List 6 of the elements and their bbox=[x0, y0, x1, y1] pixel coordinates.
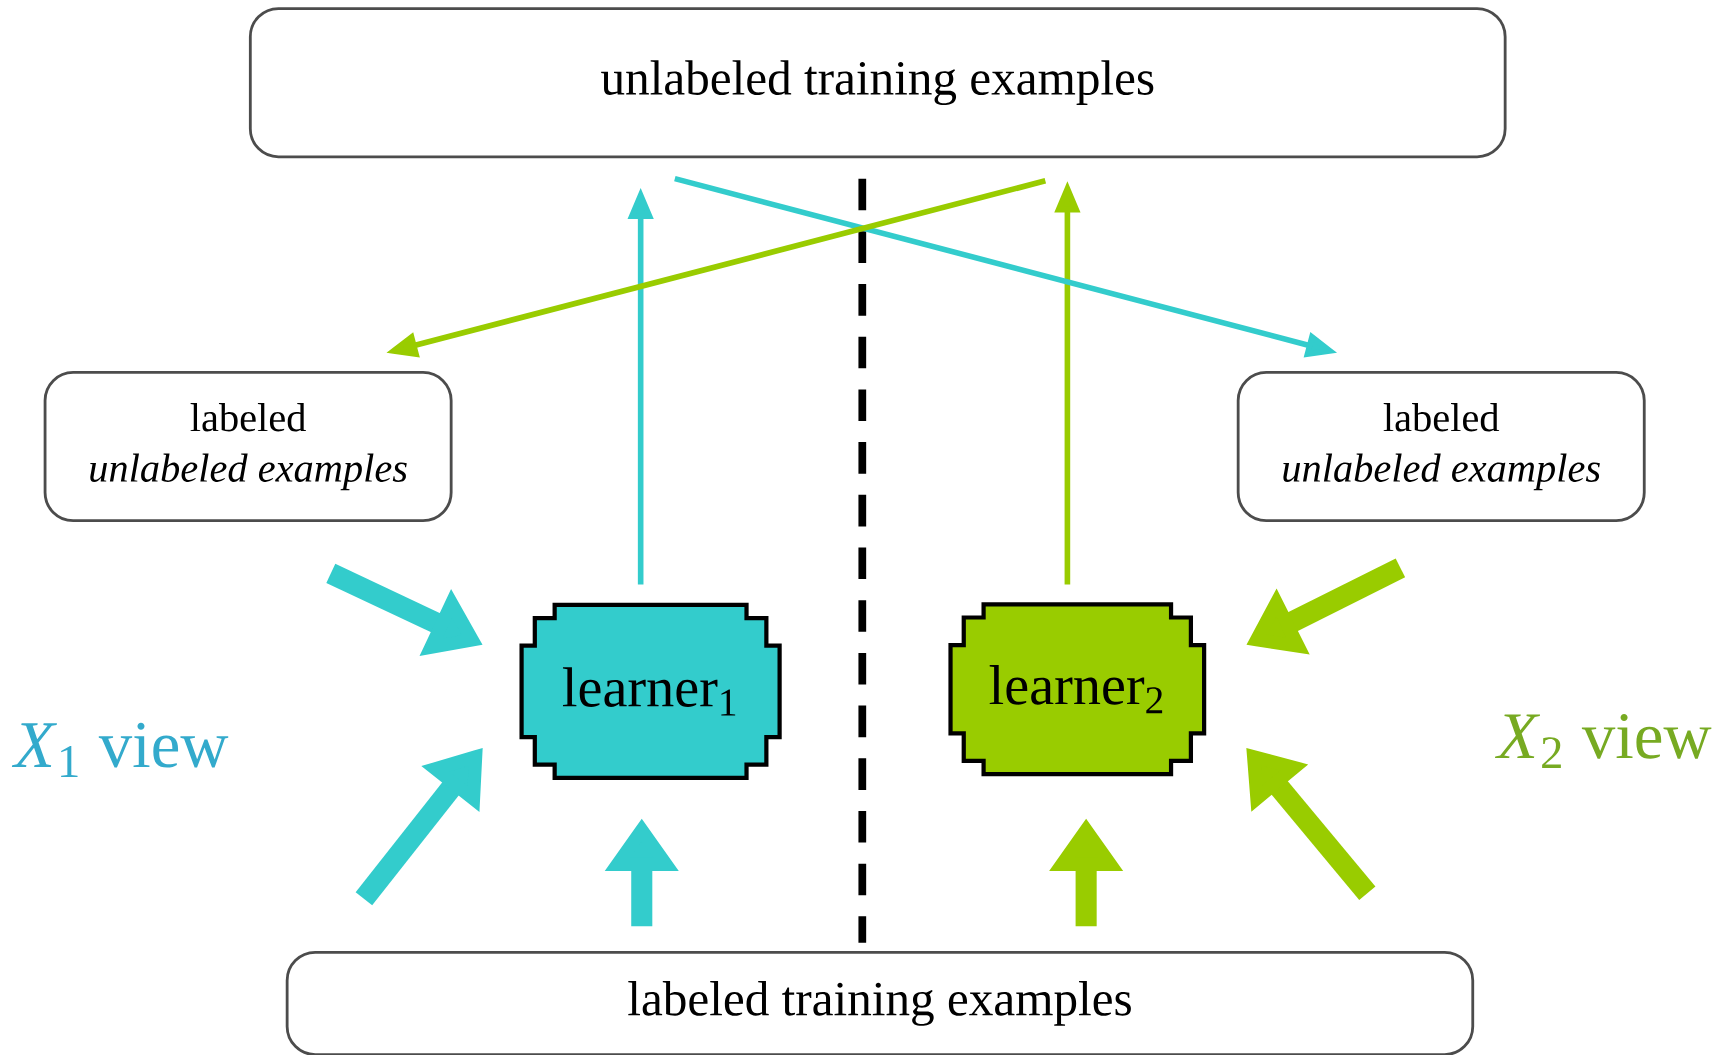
view-label: X$_{2}$ view bbox=[1494, 713, 1712, 768]
text-box: labeled training examples bbox=[285, 950, 1475, 1055]
view-label: X$_{1}$ view bbox=[11, 722, 229, 777]
text-box: labeled unlabeled examples bbox=[1236, 370, 1646, 522]
text-box: unlabeled training examples bbox=[248, 7, 1507, 159]
text-box: labeled unlabeled examples bbox=[43, 370, 453, 522]
